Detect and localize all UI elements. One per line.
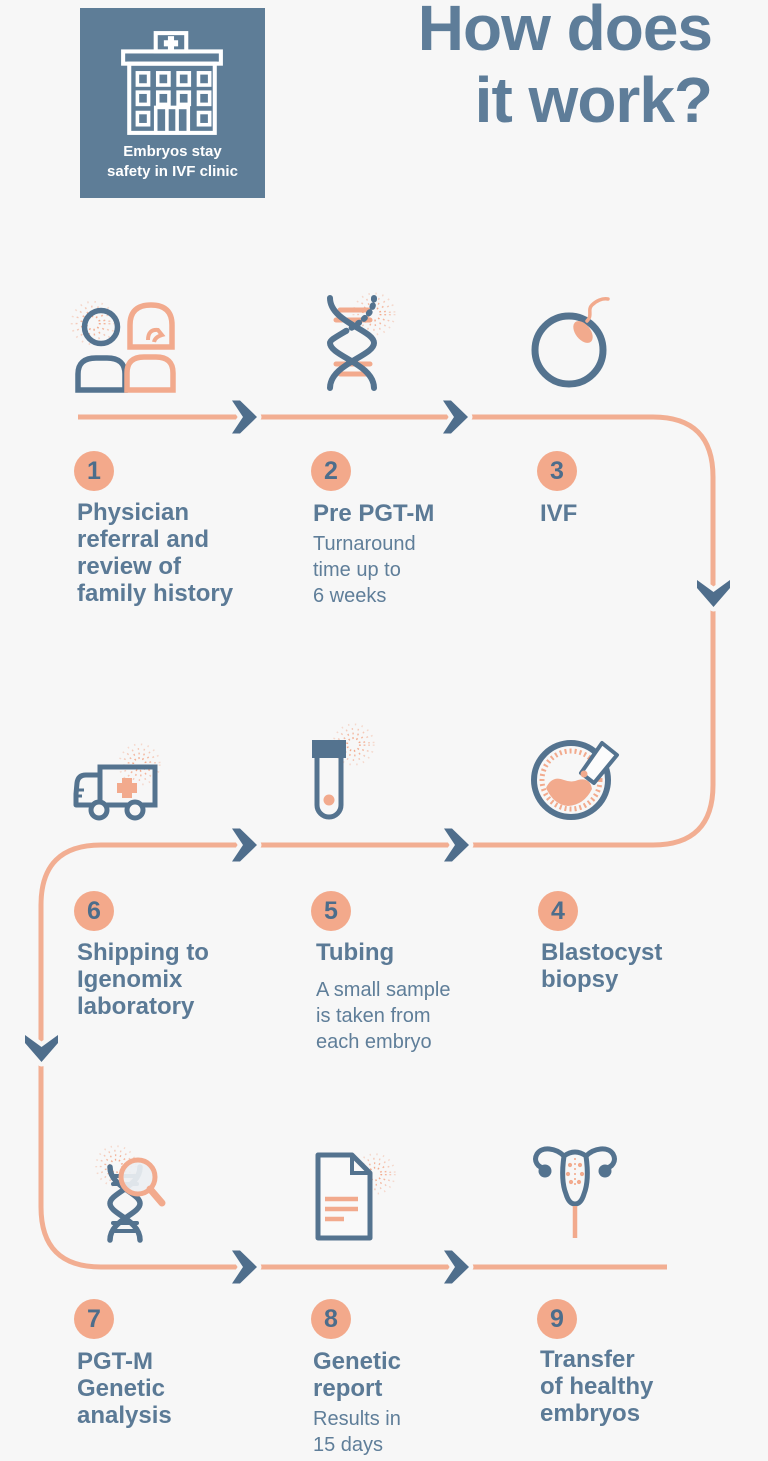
- step-title: Tubing: [316, 939, 395, 966]
- step-subtitle: Results in 15 days: [313, 1408, 401, 1456]
- flow-arrow-icon: [692, 575, 735, 612]
- blastocyst-biopsy-icon: [531, 740, 619, 820]
- step-number-badge: 7: [74, 1299, 114, 1339]
- dna-magnifier-icon: [95, 1145, 166, 1243]
- step-title: Pre PGT-M: [313, 500, 435, 527]
- step-number-badge: 2: [311, 451, 351, 491]
- step-title: Physician referral and review of family …: [77, 499, 234, 607]
- hospital-icon: [121, 31, 223, 135]
- step-number-badge: 4: [538, 891, 578, 931]
- step-number-badge: 6: [74, 891, 114, 931]
- step-number-badge: 5: [311, 891, 351, 931]
- flow-arrow-icon: [227, 824, 262, 866]
- flow-arrow-icon: [438, 396, 473, 438]
- step-title: Transfer of healthy embryos: [540, 1346, 654, 1427]
- header-badge: Embryos stay safety in IVF clinic: [80, 8, 265, 198]
- flow-arrow-icon: [227, 1246, 262, 1288]
- step-number-badge: 1: [74, 451, 114, 491]
- step-number-badge: 3: [537, 451, 577, 491]
- page-title: How does it work?: [417, 0, 713, 136]
- step-title: Genetic report: [313, 1348, 402, 1402]
- uterus-icon: [533, 1146, 617, 1238]
- flow-arrow-icon: [20, 1030, 63, 1067]
- step-number-badge: 8: [311, 1299, 351, 1339]
- flow-arrow-icon: [439, 824, 474, 866]
- flow-arrow-icon: [227, 396, 262, 438]
- step-title: Shipping to Igenomix laboratory: [77, 939, 209, 1020]
- dna-icon: [326, 292, 396, 391]
- fertilization-icon: [531, 297, 610, 388]
- badge-label: Embryos stay safety in IVF clinic: [107, 143, 238, 180]
- step-subtitle: Turnaround time up to 6 weeks: [313, 533, 416, 607]
- step-title: PGT-M Genetic analysis: [77, 1348, 172, 1429]
- step-subtitle: A small sample is taken from each embryo: [316, 979, 451, 1053]
- step-number-badge: 9: [537, 1299, 577, 1339]
- test-tube-icon: [312, 723, 375, 820]
- flow-arrow-icon: [439, 1246, 474, 1288]
- shipping-truck-icon: [73, 743, 161, 821]
- step-title: IVF: [540, 500, 578, 527]
- step-title: Blastocyst biopsy: [541, 939, 663, 993]
- couple-icon: [70, 300, 176, 393]
- genetic-report-icon: [315, 1152, 396, 1241]
